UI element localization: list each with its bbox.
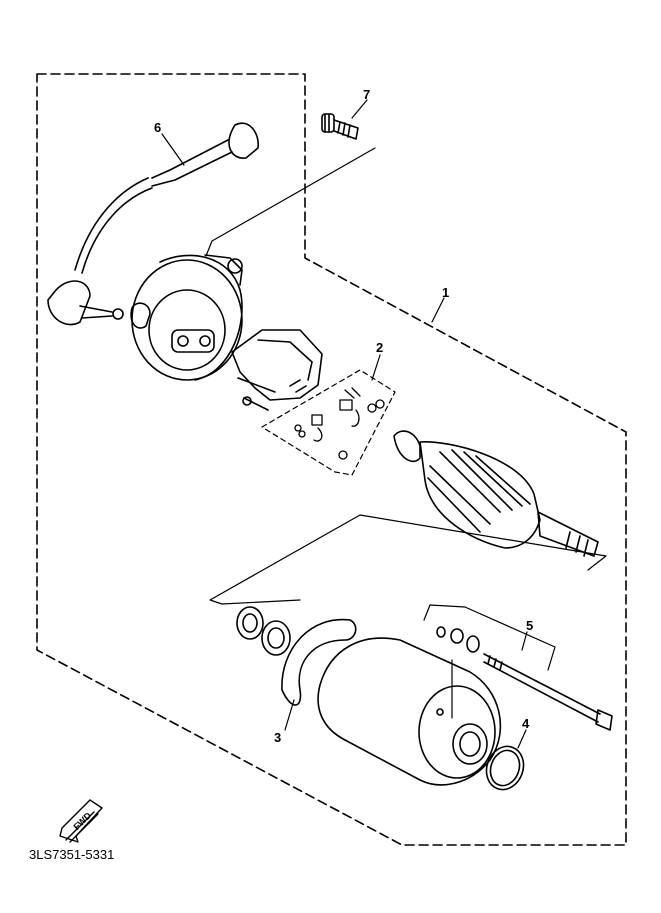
o-ring-part-4-inner	[489, 749, 521, 787]
callout-7: 7	[363, 87, 371, 102]
callout-6: 6	[154, 120, 162, 135]
callout-1: 1	[442, 285, 450, 300]
leader-part-6	[161, 133, 185, 166]
washer-frame	[209, 514, 607, 605]
washers	[236, 606, 291, 656]
callout-4: 4	[522, 716, 530, 731]
motor-yoke	[317, 637, 502, 786]
bolt-bracket	[423, 604, 556, 671]
callout-5: 5	[526, 618, 534, 633]
fwd-arrow-icon	[59, 799, 103, 843]
leader-part-7	[351, 99, 368, 119]
brush-set-part-2	[294, 387, 385, 460]
leader-part-4	[517, 729, 527, 749]
o-ring-part-4	[485, 745, 525, 791]
armature	[393, 430, 599, 557]
bolt-part-7	[321, 113, 359, 140]
brush-set-outline	[261, 369, 396, 476]
leader-part-1	[431, 297, 445, 323]
assembly-outline	[36, 73, 627, 846]
callout-2: 2	[376, 340, 384, 355]
bolt-to-cover-leader	[205, 147, 376, 257]
o-ring-part-3	[281, 618, 357, 706]
leader-part-2	[371, 354, 381, 381]
lead-wire-part-6	[47, 122, 259, 326]
leader-part-5	[521, 631, 528, 651]
brush-holder	[231, 329, 323, 411]
callout-3: 3	[274, 730, 282, 745]
rear-cover	[130, 254, 243, 381]
bolt-set-part-5	[436, 626, 613, 731]
document-code: 3LS7351-5331	[29, 847, 115, 862]
